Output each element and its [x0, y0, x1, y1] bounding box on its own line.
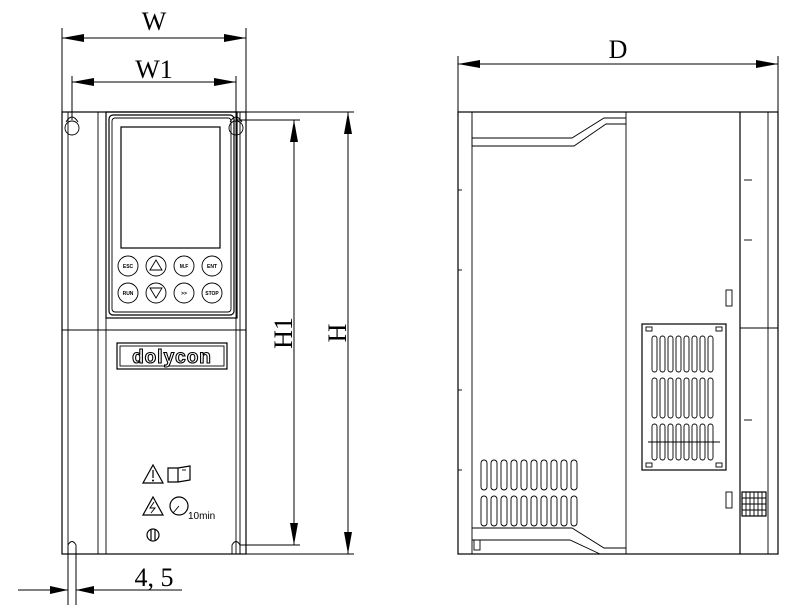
dim-w1-label: W1 [135, 55, 173, 84]
key-ent: ENT [201, 255, 223, 277]
lcd-screen [120, 126, 221, 249]
key-mf: M.F [173, 255, 195, 277]
front-view: ESC M.F ENT RUN >> STOP [61, 111, 247, 555]
side-dimensions: D [457, 35, 779, 112]
front-body-outline [61, 111, 247, 555]
svg-text:ENT: ENT [207, 264, 217, 270]
side-view [457, 111, 779, 555]
discharge-time-label: 10min [188, 511, 215, 522]
key-shift: >> [173, 282, 195, 304]
timer-icon [169, 496, 189, 516]
dim-w-label: W [142, 7, 167, 36]
dim-hole-label: 4, 5 [135, 563, 174, 592]
key-down [145, 282, 167, 304]
key-esc: ESC [117, 255, 139, 277]
key-stop: STOP [201, 282, 223, 304]
fan-grille [741, 491, 767, 517]
dim-h1-label: H1 [269, 317, 298, 349]
warning-triangle-icon [141, 463, 165, 484]
vent-slots-front [480, 459, 578, 527]
side-body-outline [457, 111, 779, 555]
key-run: RUN [117, 282, 139, 304]
brand-logo: dolycon [132, 347, 212, 368]
brand-plate [116, 342, 228, 370]
svg-text:STOP: STOP [205, 291, 219, 297]
earth-symbol-icon [146, 528, 160, 542]
dim-d-label: D [609, 35, 628, 64]
mounting-slot-icon [67, 541, 77, 554]
vent-panel-side [641, 323, 727, 471]
svg-text:M.F: M.F [180, 264, 189, 270]
svg-text:>>: >> [181, 291, 187, 297]
front-dimensions: W W1 H1 H 4, 5 [18, 7, 354, 605]
shock-warning-icon [141, 495, 165, 516]
keypad-bezel [105, 111, 238, 319]
svg-text:ESC: ESC [123, 264, 134, 270]
manual-book-icon [167, 465, 191, 483]
dim-h-label: H [323, 323, 352, 342]
svg-text:RUN: RUN [123, 291, 134, 297]
key-up [145, 255, 167, 277]
mounting-slot-icon [231, 541, 241, 554]
